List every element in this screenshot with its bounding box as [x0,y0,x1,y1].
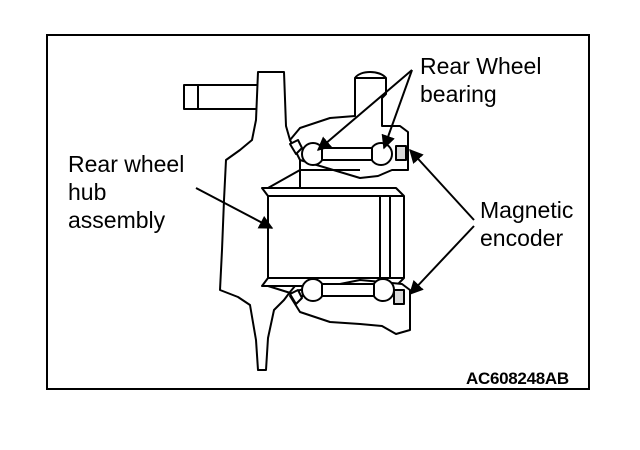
figure-code: AC608248AB [466,369,569,388]
lower-magnetic-encoder [393,289,405,305]
leader-bearing-left [316,69,413,151]
label-rear-wheel-hub-assembly: Rear wheel hub assembly [68,150,184,234]
hub-barrel [261,187,405,287]
label-line: assembly [68,207,166,233]
label-line: Magnetic [480,197,574,223]
label-rear-wheel-bearing: Rear Wheel bearing [420,52,541,108]
upper-outer-ball [369,142,393,166]
label-line: encoder [480,225,564,251]
upper-magnetic-encoder [395,145,407,161]
leader-hub [195,187,274,229]
label-line: bearing [420,81,497,107]
upper-inner-ball [301,142,325,166]
lower-outer-ball [371,278,395,302]
label-line: Rear wheel [68,151,185,177]
label-line: Rear Wheel [420,53,542,79]
leader-encoder-bottom [409,225,475,296]
label-line: hub [68,179,107,205]
lower-inner-ball [301,278,325,302]
lower-inner-seal [289,289,303,305]
leader-encoder-top [409,148,475,221]
upper-inner-seal [289,139,303,155]
label-magnetic-encoder: Magnetic encoder [480,196,573,252]
leader-bearing-right [381,69,413,150]
